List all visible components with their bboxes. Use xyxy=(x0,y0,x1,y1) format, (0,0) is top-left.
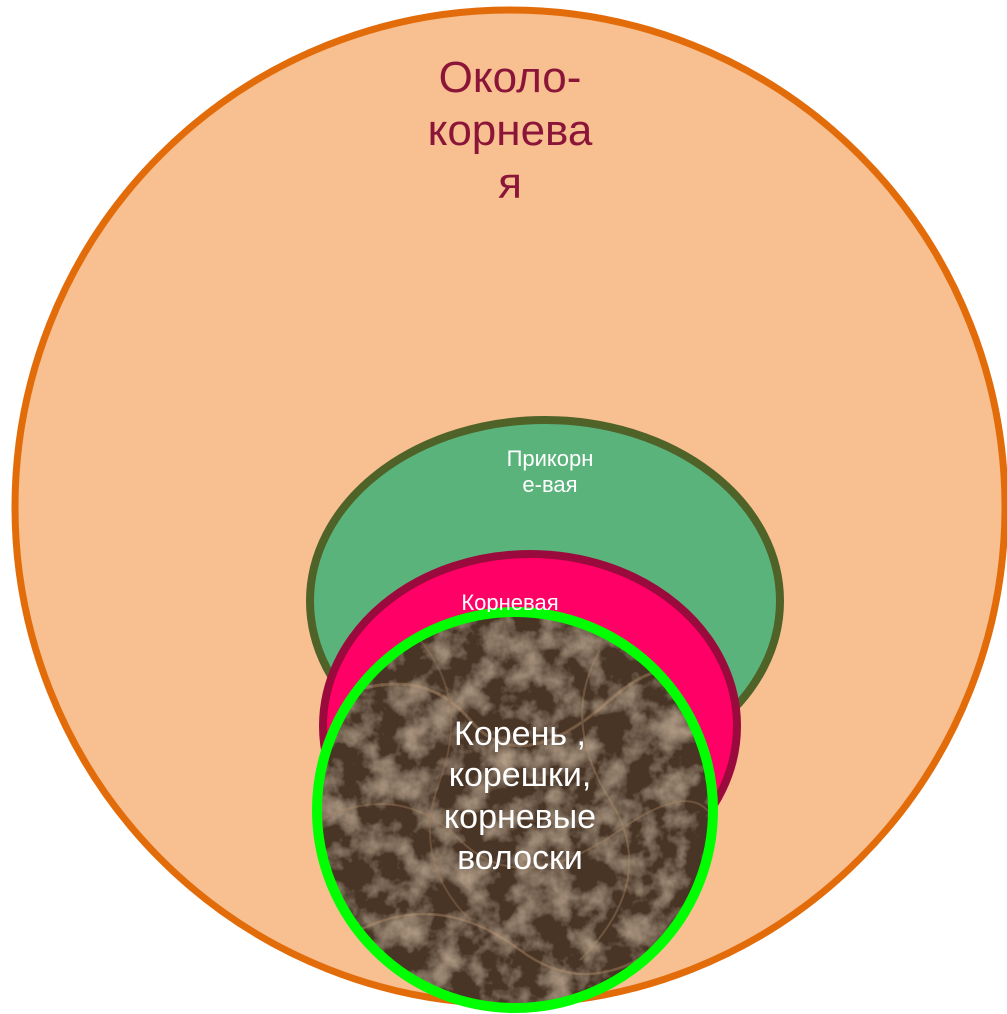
rhizoplane-zone-label-line: Прикорн xyxy=(470,446,630,472)
outer-zone-label: Около- корнева я xyxy=(400,52,620,210)
root-label: Корень , корешки, корневые волоски xyxy=(395,714,645,880)
rhizoplane-zone-label: Прикорн е-вая xyxy=(470,446,630,499)
root-label-line: Корень , xyxy=(395,714,645,755)
rhizoplane-zone-label-line: е-вая xyxy=(470,472,630,498)
root-label-line: корневые xyxy=(395,797,645,838)
root-label-line: корешки, xyxy=(395,755,645,796)
outer-zone-label-line: Около- xyxy=(400,52,620,105)
outer-zone-label-line: я xyxy=(400,158,620,211)
root-label-line: волоски xyxy=(395,838,645,879)
root-zone-label: Корневая xyxy=(440,590,580,612)
outer-zone-label-line: корнева xyxy=(400,105,620,158)
